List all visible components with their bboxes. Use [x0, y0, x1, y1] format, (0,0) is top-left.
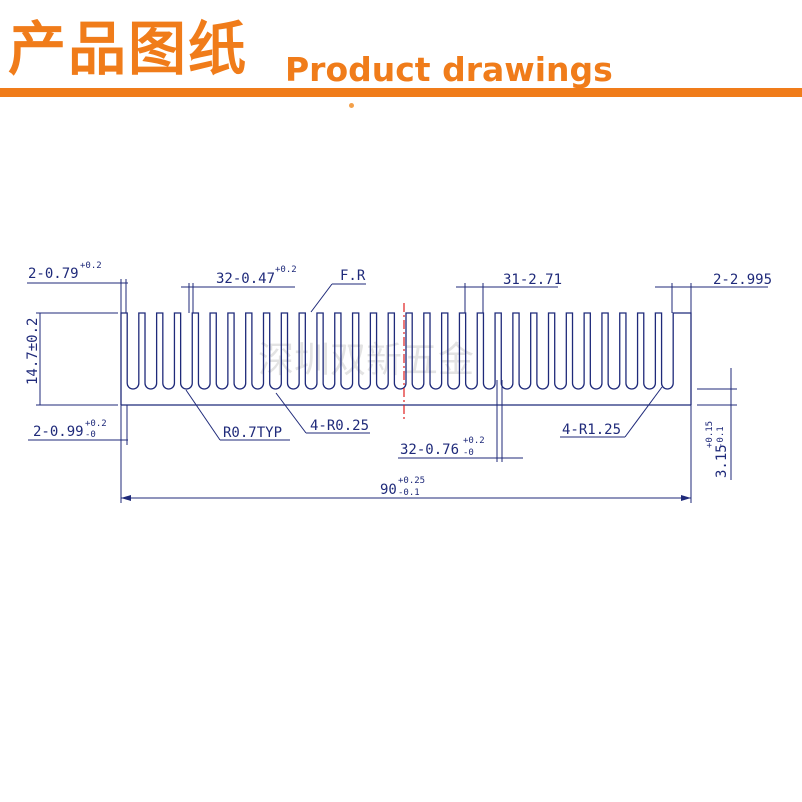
header-divider: [0, 88, 802, 97]
base-thickness-label: 3.15: [714, 444, 730, 478]
header: 产品图纸 Product drawings: [0, 0, 802, 108]
fin-width-tol: +0.2: [275, 265, 297, 275]
watermark-text: 深圳双新五金: [258, 340, 474, 381]
root-radius-label: R0.7TYP: [223, 425, 282, 441]
heatsink-outline: [120, 312, 692, 405]
total-width-label: 90: [380, 482, 397, 498]
corner-radius-leader: [624, 386, 663, 438]
inner-radius-leader: [275, 392, 307, 434]
outer-fin-tol-plus: +0.2: [85, 419, 107, 429]
total-width-tol-minus: -0.1: [398, 488, 420, 498]
base-thickness-tol-plus: +0.15: [705, 421, 715, 448]
gap-width-label: 32-0.76: [400, 442, 459, 458]
pitch-label: 31-2.71: [503, 272, 562, 288]
page-title-chinese: 产品图纸: [8, 15, 249, 83]
total-width-arrow-right: [681, 495, 691, 501]
end-gap-label: 2-2.995: [713, 272, 772, 288]
fin-width-label: 32-0.47: [216, 271, 275, 287]
page-title-english: Product drawings: [285, 50, 613, 89]
gap-tol-minus: -0: [463, 448, 474, 458]
root-radius-leader: [185, 389, 221, 441]
height-dim-label: 14.7±0.2: [25, 318, 41, 385]
inner-radius-label: 4-R0.25: [310, 418, 369, 434]
gap-tol-plus: +0.2: [463, 436, 485, 446]
base-fin-width-label: 2-0.79: [28, 266, 79, 282]
header-dot: [349, 103, 354, 108]
total-width-tol-plus: +0.25: [398, 476, 425, 486]
total-width-arrow-left: [121, 495, 131, 501]
base-thickness-tol-minus: -0.1: [716, 426, 726, 448]
outer-fin-tol-minus: -0: [85, 430, 96, 440]
base-fin-width-tol: +0.2: [80, 261, 102, 271]
outer-fin-width-label: 2-0.99: [33, 424, 84, 440]
full-round-leader: [310, 283, 333, 313]
full-round-label: F.R: [340, 268, 366, 284]
corner-radius-label: 4-R1.25: [562, 422, 621, 438]
